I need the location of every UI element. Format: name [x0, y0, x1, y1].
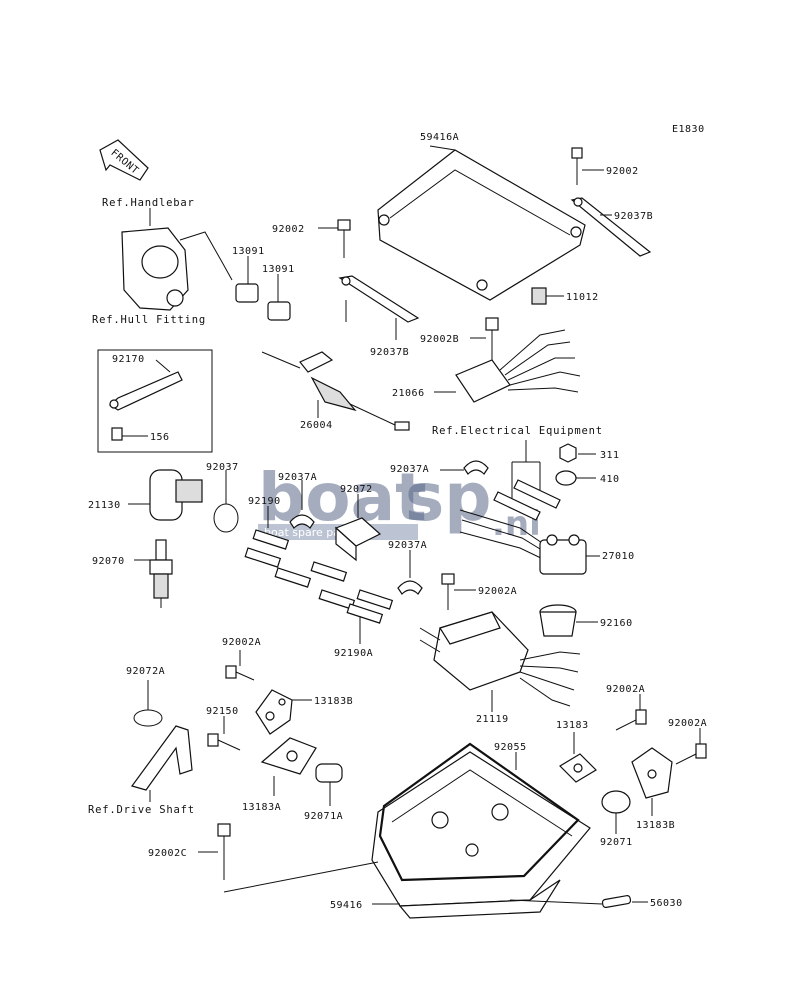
label-13183a: 13183A: [242, 802, 281, 813]
label-311: 311: [600, 450, 620, 461]
label-92002a-left: 92002A: [222, 637, 261, 648]
label-92160: 92160: [600, 618, 633, 629]
part-92170-box: [97, 349, 213, 453]
label-92002a-right-b: 92002A: [668, 718, 707, 729]
watermark-tagline: boat spare parts: [264, 526, 355, 539]
part-92072-block: [334, 494, 382, 562]
part-13183-plate: [559, 732, 597, 783]
label-92055: 92055: [494, 742, 527, 753]
label-92037b-top: 92037B: [614, 211, 653, 222]
part-92037b-strap-top: [570, 197, 652, 257]
label-92190: 92190: [248, 496, 281, 507]
ref-drive-shaft: Ref.Drive Shaft: [88, 804, 195, 816]
part-11012-collar: [531, 287, 564, 305]
part-92037a-clip-a: [440, 460, 489, 475]
label-92002a-right-a: 92002A: [606, 684, 645, 695]
part-92190-tubes: [244, 506, 394, 644]
label-410: 410: [600, 474, 620, 485]
part-92002c-bolt: [198, 823, 379, 893]
label-21066: 21066: [392, 388, 425, 399]
part-92037a-clip-c: [397, 550, 423, 595]
label-13183: 13183: [556, 720, 589, 731]
label-92002a-center: 92002A: [478, 586, 517, 597]
part-56030-clip: [509, 895, 648, 909]
part-311-nut: [559, 443, 596, 463]
part-92072a-clamp: [133, 680, 163, 727]
part-59416-case: [371, 751, 591, 919]
part-92002-bolt-top: [571, 147, 604, 185]
part-drive-shaft-bracket: [131, 725, 193, 802]
label-92002-left: 92002: [272, 224, 305, 235]
label-92071a: 92071A: [304, 811, 343, 822]
label-13091-a: 13091: [232, 246, 265, 257]
part-21130-cap: [128, 469, 203, 521]
label-92072: 92072: [340, 484, 373, 495]
part-92055-gasket: [378, 742, 580, 882]
part-13183b-plate-right: [631, 747, 673, 816]
ref-hull-fitting: Ref.Hull Fitting: [92, 314, 206, 326]
label-92190a: 92190A: [334, 648, 373, 659]
label-92002c: 92002C: [148, 848, 187, 859]
label-92037a-b: 92037A: [278, 472, 317, 483]
part-electrical-leads: [459, 440, 561, 561]
part-92037b-strap-mid: [338, 275, 420, 340]
part-21066-module: [434, 329, 581, 403]
part-handlebar-switch: [121, 208, 233, 311]
label-21130: 21130: [88, 500, 121, 511]
label-13183b-right: 13183B: [636, 820, 675, 831]
label-92150: 92150: [206, 706, 239, 717]
part-92002a-bolt-right-a: [615, 694, 647, 731]
part-92071-grommet: [601, 790, 631, 834]
part-92071a-grommet: [315, 763, 343, 806]
label-13183b-left: 13183B: [314, 696, 353, 707]
label-156: 156: [150, 432, 170, 443]
part-59416a-cover: [377, 145, 586, 301]
part-92037-clip: [213, 470, 239, 533]
label-27010: 27010: [602, 551, 635, 562]
label-92170: 92170: [112, 354, 145, 365]
label-92070: 92070: [92, 556, 125, 567]
label-92071: 92071: [600, 837, 633, 848]
label-59416a: 59416A: [420, 132, 459, 143]
part-21119-coil: [419, 611, 581, 712]
part-92002a-bolt-center: [441, 573, 476, 610]
label-11012: 11012: [566, 292, 599, 303]
front-arrow: FRONT: [99, 139, 149, 181]
label-92037a-c: 92037A: [388, 540, 427, 551]
label-13091-b: 13091: [262, 264, 295, 275]
part-92150-bolt: [207, 716, 241, 751]
part-92037a-clip-b: [289, 480, 315, 529]
label-21119: 21119: [476, 714, 509, 725]
ref-electrical-equipment: Ref.Electrical Equipment: [432, 425, 603, 437]
part-27010-solenoid: [539, 534, 600, 575]
label-92072a: 92072A: [126, 666, 165, 677]
watermark: boat sp .nl boat spare parts: [258, 459, 541, 544]
part-13183a-plate: [260, 737, 317, 796]
ref-handlebar: Ref.Handlebar: [102, 197, 195, 209]
part-92002b-bolt: [470, 317, 499, 360]
label-56030: 56030: [650, 898, 683, 909]
watermark-brand-a: boat: [258, 459, 427, 536]
watermark-brand-b: sp: [405, 459, 492, 536]
part-13183b-plate-left: [255, 689, 312, 735]
label-92037a-a: 92037A: [390, 464, 429, 475]
label-92002b: 92002B: [420, 334, 459, 345]
label-92002-top: 92002: [606, 166, 639, 177]
diagram-code: E1830: [672, 124, 705, 135]
part-92002a-bolt-left: [225, 650, 255, 681]
part-410-washer: [555, 470, 596, 486]
label-92037: 92037: [206, 462, 239, 473]
label-59416: 59416: [330, 900, 363, 911]
part-26004-cable: [261, 351, 410, 431]
label-26004: 26004: [300, 420, 333, 431]
part-92160-boot: [539, 604, 598, 637]
label-92037b-mid: 92037B: [370, 347, 409, 358]
part-92002-bolt-left: [318, 219, 351, 258]
part-92002a-bolt-right-b: [675, 728, 707, 765]
part-92070-spark-plug: [134, 539, 173, 608]
part-13091-grommets: [235, 256, 291, 321]
